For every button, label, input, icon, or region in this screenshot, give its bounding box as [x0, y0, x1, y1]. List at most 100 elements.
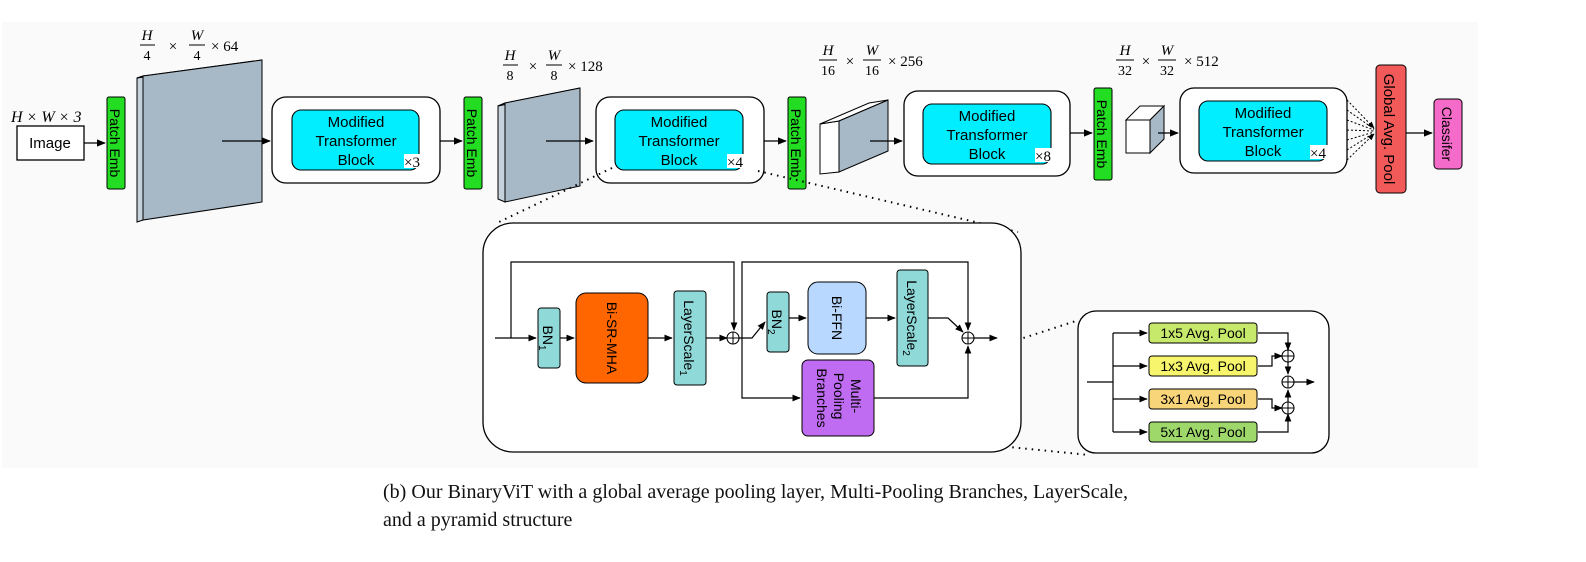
feature-map-4-front	[1125, 119, 1151, 154]
pool-3x1	[1148, 388, 1258, 410]
bn2-block	[766, 291, 790, 353]
feature-map-4	[1149, 104, 1165, 155]
svg-text:16: 16	[865, 64, 879, 79]
patch-emb-1-label: Patch Emb	[107, 109, 123, 178]
bn2-label: BN2	[765, 309, 785, 334]
block-3-line2: Transformer	[946, 127, 1027, 144]
svg-text:4: 4	[194, 49, 201, 64]
pool-5x1-label: 5x1 Avg. Pool	[1160, 424, 1245, 440]
token-fan-arrows	[1346, 99, 1375, 161]
svg-text:H: H	[822, 43, 835, 59]
svg-text:× 256: × 256	[888, 54, 923, 70]
svg-text:× 512: × 512	[1184, 54, 1219, 70]
layerscale1-block	[673, 290, 707, 386]
pool-add-node-a	[1281, 349, 1295, 363]
svg-text:W: W	[548, 48, 562, 64]
svg-text:W: W	[1161, 43, 1175, 59]
ffn-label: Bi-FFN	[829, 296, 845, 340]
dims-label-2: H 8 × W 8 × 128	[503, 48, 603, 84]
multi-pooling-block	[801, 359, 875, 437]
svg-text:×: ×	[529, 59, 537, 75]
pool-1x3-label: 1x3 Avg. Pool	[1160, 358, 1245, 374]
block-1-line1: Modified	[328, 114, 385, 131]
feature-map-3	[838, 99, 889, 173]
svg-text:8: 8	[507, 69, 514, 84]
pool-add-node-b	[1281, 375, 1295, 389]
ffn-block	[807, 281, 867, 355]
svg-text:H: H	[141, 28, 154, 44]
block-1	[291, 109, 420, 171]
svg-text:× 64: × 64	[211, 39, 239, 55]
pooling-detail-panel	[1077, 310, 1330, 454]
block-2-line1: Modified	[651, 114, 708, 131]
feature-map-3-front	[819, 120, 840, 175]
feature-map-2-side	[497, 102, 506, 203]
image-box	[16, 125, 85, 161]
svg-text:16: 16	[821, 64, 835, 79]
pool-1x5	[1148, 322, 1258, 344]
patch-emb-3	[787, 96, 807, 190]
figure-caption: (b) Our BinaryViT with a global average …	[383, 481, 1128, 531]
svg-text:32: 32	[1118, 64, 1132, 79]
patch-emb-4-label: Patch Emb	[1094, 100, 1110, 169]
svg-text:W: W	[866, 43, 880, 59]
pool-add-node-c	[1281, 401, 1295, 415]
image-label: Image	[29, 135, 71, 152]
patch-emb-4	[1093, 87, 1113, 181]
global-avg-pool	[1375, 64, 1407, 194]
pool-5x1	[1148, 421, 1258, 443]
attention-label: Bi-SR-MHA	[604, 302, 620, 375]
add-node-1	[726, 331, 740, 345]
patch-emb-2	[463, 96, 483, 190]
pool-1x5-label: 1x5 Avg. Pool	[1160, 325, 1245, 341]
attention-block	[575, 292, 649, 384]
block-4-repeat: ×4	[1310, 146, 1326, 162]
bn1-block	[537, 307, 561, 369]
svg-text:4: 4	[144, 49, 151, 64]
layerscale2-label: LayerScale2	[900, 280, 920, 356]
layerscale1-label: LayerScale1	[677, 300, 697, 376]
block-1-line3: Block	[338, 152, 375, 169]
svg-text:×: ×	[846, 54, 854, 70]
svg-text:× 128: × 128	[568, 59, 603, 75]
block-4	[1198, 100, 1328, 162]
block-3-line1: Modified	[959, 108, 1016, 125]
svg-text:8: 8	[551, 69, 558, 84]
patch-emb-3-label: Patch Emb	[788, 109, 804, 178]
input-size-label: H × W × 3	[10, 109, 81, 126]
multi-pooling-label: Multi- Pooling Branches	[814, 368, 864, 427]
dims-label-3: H 16 × W 16 × 256	[819, 43, 923, 79]
block-3	[922, 103, 1052, 165]
svg-text:W: W	[191, 28, 205, 44]
block-2	[614, 109, 744, 171]
dims-label-4: H 32 × W 32 × 512	[1116, 43, 1219, 79]
feature-map-1-side	[136, 75, 144, 223]
zoom-lines	[498, 167, 1090, 456]
global-avg-pool-label: Global Avg. Pool	[1380, 74, 1397, 185]
block-3-line3: Block	[969, 146, 1006, 163]
classifier	[1433, 98, 1463, 170]
dims-label-1: H 4 × W 4 × 64	[140, 28, 239, 64]
classifier-label: Classifer	[1439, 107, 1455, 162]
block-4-line1: Modified	[1235, 105, 1292, 122]
block-2-line2: Transformer	[638, 133, 719, 150]
block-1-repeat: ×3	[404, 155, 420, 171]
svg-text:H: H	[1119, 43, 1132, 59]
binaryvit-diagram: H × W × 3 Image Patch Emb H 4 × W 4 × 64…	[10, 28, 1463, 456]
svg-text:32: 32	[1160, 64, 1174, 79]
block-2-line3: Block	[661, 152, 698, 169]
svg-text:×: ×	[169, 39, 177, 55]
patch-emb-1	[106, 96, 126, 190]
add-node-2	[961, 331, 975, 345]
block-3-repeat: ×8	[1035, 149, 1051, 165]
block-4-line3: Block	[1245, 143, 1282, 160]
pool-3x1-label: 3x1 Avg. Pool	[1160, 391, 1245, 407]
block-4-line2: Transformer	[1222, 124, 1303, 141]
block-1-line2: Transformer	[315, 133, 396, 150]
bn1-label: BN1	[536, 325, 556, 350]
pool-1x3	[1148, 355, 1258, 377]
feature-map-1	[142, 59, 263, 221]
layerscale2-block	[896, 269, 929, 367]
svg-text:H: H	[504, 48, 517, 64]
patch-emb-2-label: Patch Emb	[464, 109, 480, 178]
